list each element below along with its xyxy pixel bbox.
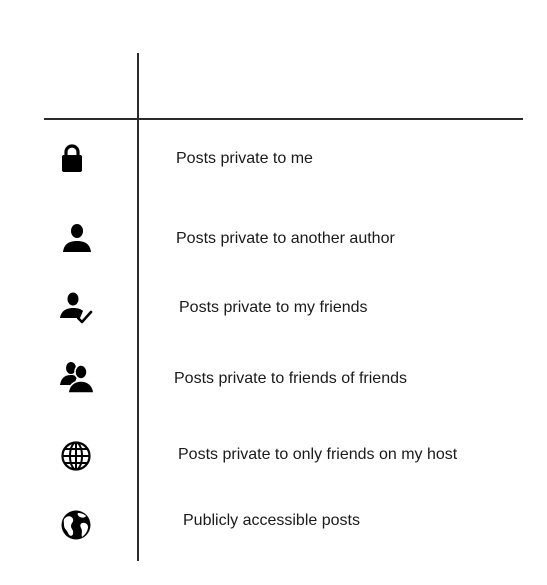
lock-icon xyxy=(54,140,90,176)
table-horizontal-divider xyxy=(44,118,523,120)
legend-label-private-to-author: Posts private to another author xyxy=(176,230,395,247)
person-check-icon xyxy=(58,290,94,326)
person-icon xyxy=(59,220,95,256)
legend-label-public-posts: Publicly accessible posts xyxy=(183,512,360,529)
table-vertical-divider xyxy=(137,53,139,561)
two-people-icon xyxy=(59,359,95,395)
legend-label-private-to-me: Posts private to me xyxy=(176,150,313,167)
legend-label-private-to-friends: Posts private to my friends xyxy=(179,299,368,316)
earth-icon xyxy=(58,507,94,543)
legend-label-private-to-friends-of-friends: Posts private to friends of friends xyxy=(174,370,407,387)
globe-grid-icon xyxy=(58,438,94,474)
legend-label-private-to-host-friends: Posts private to only friends on my host xyxy=(178,446,458,463)
